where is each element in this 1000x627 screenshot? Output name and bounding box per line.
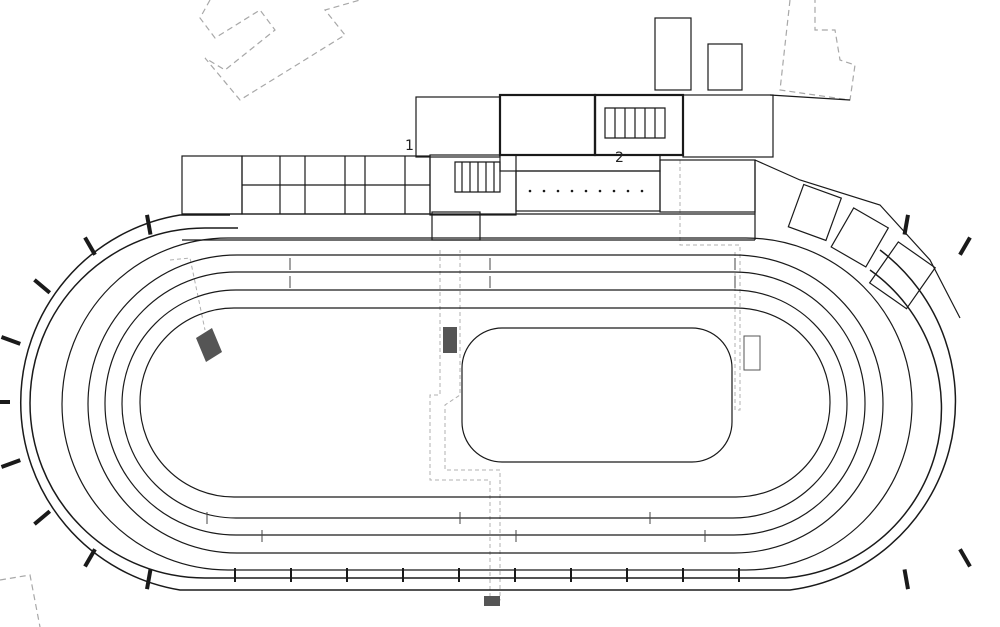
stand-support [958, 548, 972, 568]
column-dot [528, 189, 532, 193]
track [61, 237, 913, 571]
room-label-1: 1 [405, 138, 414, 154]
track-lane-3 [121, 289, 848, 519]
stands [20, 214, 957, 591]
track-lane-1 [87, 254, 884, 554]
stand-support [902, 569, 910, 590]
stand-support [83, 236, 97, 256]
stand-support [145, 214, 153, 235]
equipment [196, 327, 761, 606]
circulation-path [169, 160, 741, 601]
column-dot [640, 189, 644, 193]
track-lane-2 [104, 271, 866, 536]
column-dot [584, 189, 588, 193]
column-dot [542, 189, 546, 193]
stand-support [33, 509, 52, 526]
stand-support [145, 569, 153, 590]
building [181, 17, 961, 319]
stand-support [902, 214, 910, 235]
stand-support [0, 335, 21, 346]
stand-support [0, 458, 21, 469]
column-dot [556, 189, 560, 193]
building-dots [528, 189, 644, 193]
column-dot [626, 189, 630, 193]
column-dot [570, 189, 574, 193]
stand-support [33, 278, 52, 295]
inner-rink [461, 327, 733, 463]
room-label-2: 2 [615, 150, 624, 166]
context-outlines [0, 0, 856, 627]
column-dot [612, 189, 616, 193]
stand-support [958, 236, 972, 256]
track-outer-edge [61, 237, 913, 571]
stand-support [83, 548, 97, 568]
column-dot [598, 189, 602, 193]
infield [139, 307, 831, 498]
lane-markers [206, 258, 736, 542]
